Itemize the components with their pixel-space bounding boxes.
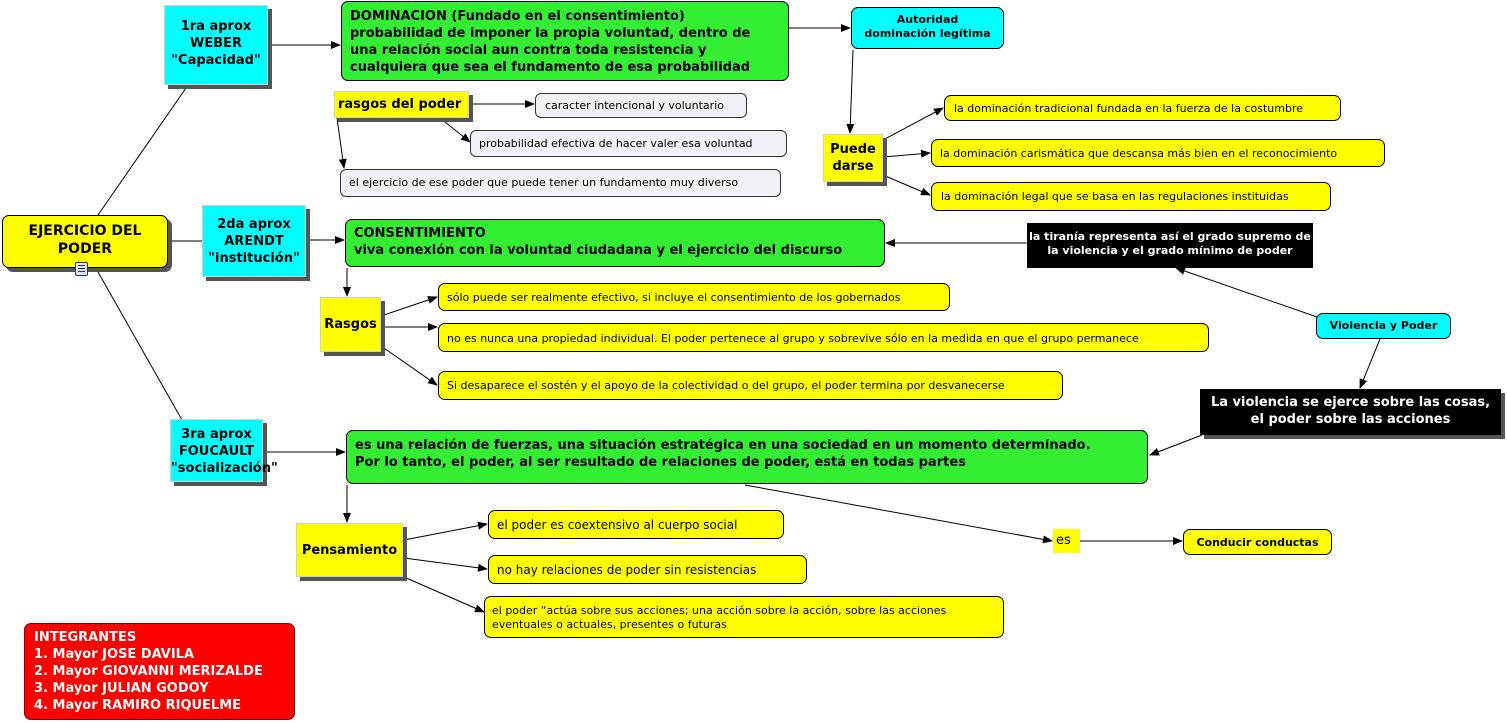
edge-violencia-cosas (1359, 338, 1381, 389)
edge-autoridad-puede (846, 49, 855, 134)
desaparece-node[interactable]: Si desaparece el sostén y el apoyo de la… (438, 371, 1063, 400)
weber-node[interactable]: 1ra aprox WEBER "Capacidad" (164, 5, 268, 85)
dominacion-node[interactable]: DOMINACION (Fundado en el consentimiento… (341, 1, 789, 81)
tirania-node[interactable]: la tiranía representa así el grado supre… (1027, 223, 1313, 268)
edge-relacion-es (744, 484, 1053, 544)
rasgos-node[interactable]: Rasgos (320, 297, 381, 352)
edge-rasgos-desaparece (380, 345, 438, 386)
carismatica-node[interactable]: la dominación carismática que descansa m… (931, 139, 1385, 167)
puede-darse-node[interactable]: Puede darse (823, 134, 883, 182)
edge-pensamiento-actua (403, 576, 485, 613)
probabilidad-node[interactable]: probabilidad efectiva de hacer valer esa… (470, 130, 787, 157)
tradicional-node[interactable]: la dominación tradicional fundada en la … (944, 95, 1341, 121)
edge-rasgos-efectivo (380, 296, 438, 317)
root-node[interactable]: EJERCICIO DEL PODER (2, 215, 168, 268)
edge-pensamiento-coextensivo (403, 521, 488, 541)
relacion-fuerzas-node[interactable]: es una relación de fuerzas, una situació… (346, 430, 1148, 484)
edge-rasgos-ejercicio (336, 117, 347, 169)
edge-puede-tradicional (882, 107, 944, 141)
edge-puede-legal (882, 174, 931, 196)
consentimiento-node[interactable]: CONSENTIMIENTO viva conexión con la volu… (345, 219, 885, 267)
document-icon[interactable] (75, 262, 88, 276)
rasgos-poder-node[interactable]: rasgos del poder (334, 91, 469, 118)
autoridad-node[interactable]: Autoridad dominación legítima (851, 7, 1004, 49)
edge-violencia-tirania (1175, 267, 1321, 319)
edge-root-foucault (97, 271, 183, 421)
resistencias-node[interactable]: no hay relaciones de poder sin resistenc… (488, 555, 807, 584)
edge-puede-carismatica (882, 149, 931, 158)
violencia-cosas-node[interactable]: La violencia se ejerce sobre las cosas, … (1200, 389, 1501, 435)
edge-cosas-relacion (1149, 434, 1203, 456)
legal-node[interactable]: la dominación legal que se basa en las r… (931, 182, 1331, 211)
ejercicio-node[interactable]: el ejercicio de ese poder que puede tene… (340, 169, 781, 197)
edge-rasgos-probabilidad (439, 117, 471, 143)
propiedad-node[interactable]: no es nunca una propiedad individual. El… (438, 323, 1209, 352)
es-node[interactable]: es (1053, 529, 1080, 553)
edge-pensamiento-resistencias (403, 557, 488, 572)
foucault-node[interactable]: 3ra aprox FOUCAULT "socialización" (170, 419, 278, 482)
conducir-node[interactable]: Conducir conductas (1183, 529, 1332, 555)
efectivo-node[interactable]: sólo puede ser realmente efectivo, si in… (438, 283, 950, 311)
caracter-node[interactable]: caracter intencional y voluntario (535, 93, 747, 118)
actua-node[interactable]: el poder “actúa sobre sus acciones; una … (484, 596, 1004, 638)
arendt-node[interactable]: 2da aprox ARENDT "institución" (202, 205, 306, 277)
violencia-poder-node[interactable]: Violencia y Poder (1316, 313, 1451, 339)
edge-root-weber (97, 87, 187, 216)
coextensivo-node[interactable]: el poder es coextensivo al cuerpo social (488, 510, 784, 539)
pensamiento-node[interactable]: Pensamiento (296, 523, 403, 577)
integrantes-box: INTEGRANTES 1. Mayor JOSE DAVILA 2. Mayo… (24, 623, 295, 720)
